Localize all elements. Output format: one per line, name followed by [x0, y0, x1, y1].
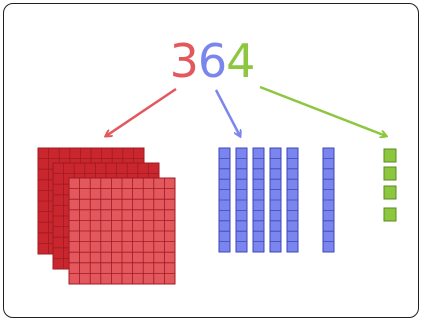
- ones-units: [384, 149, 396, 221]
- ten-rod: [236, 148, 247, 252]
- ones-arrow: [260, 87, 386, 136]
- tens-arrow: [216, 90, 240, 136]
- one-unit: [384, 208, 396, 221]
- ten-rod: [219, 148, 230, 252]
- ten-rod: [253, 148, 264, 252]
- one-unit: [384, 186, 396, 199]
- ten-rod: [287, 148, 298, 252]
- hundreds-blocks: [38, 148, 175, 284]
- hundred-flat: [69, 178, 175, 284]
- one-unit: [384, 149, 396, 162]
- one-unit: [384, 167, 396, 180]
- ten-rod: [323, 148, 334, 252]
- hundreds-arrow: [106, 89, 176, 136]
- tens-rods: [219, 148, 334, 252]
- ten-rod: [270, 148, 281, 252]
